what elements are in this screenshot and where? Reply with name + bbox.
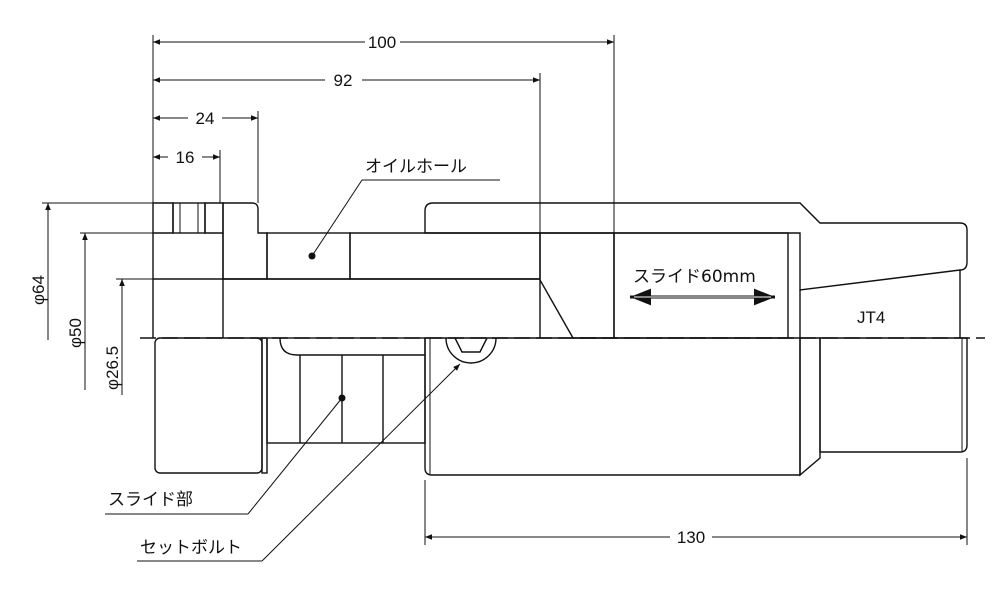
set-bolt-callout: セットボルト — [137, 363, 461, 562]
dimension-dia50: φ50 — [66, 233, 88, 390]
taper-label: JT4 — [857, 308, 885, 327]
slide-part-callout: スライド部 — [105, 394, 346, 515]
collar-hole — [172, 202, 206, 234]
jt4-taper — [819, 337, 968, 453]
slide-block-section — [539, 232, 615, 339]
knurled-knob[interactable] — [154, 337, 263, 474]
svg-text:スライド60mm: スライド60mm — [633, 267, 756, 287]
svg-text:92: 92 — [334, 71, 353, 90]
svg-text:24: 24 — [196, 109, 215, 128]
knob-collar-section — [152, 202, 174, 234]
svg-text:130: 130 — [677, 528, 705, 547]
extension-lines — [42, 35, 968, 545]
svg-text:φ50: φ50 — [66, 318, 85, 348]
svg-text:φ26.5: φ26.5 — [103, 346, 122, 390]
svg-text:オイルホール: オイルホール — [365, 157, 467, 177]
svg-text:100: 100 — [368, 33, 396, 52]
dimension-24: 24 — [153, 109, 258, 128]
dimension-16: 16 — [153, 148, 220, 167]
exterior-view — [154, 337, 968, 477]
dimension-92: 92 — [153, 71, 540, 90]
main-body — [424, 337, 801, 476]
section-view — [152, 202, 968, 339]
svg-text:16: 16 — [176, 148, 195, 167]
svg-text:スライド部: スライド部 — [108, 490, 193, 510]
slide-travel-callout: スライド60mm — [630, 267, 775, 306]
body-section — [424, 202, 968, 291]
set-bolt — [445, 337, 497, 364]
dimension-dia26-5: φ26.5 — [103, 279, 125, 395]
dimension-130: 130 — [425, 528, 967, 547]
dimension-100: 100 — [153, 33, 614, 52]
svg-text:φ64: φ64 — [29, 275, 48, 305]
oil-hole-callout: オイルホール — [308, 157, 500, 260]
dimension-dia64: φ64 — [29, 203, 51, 340]
sleeve-section — [349, 232, 541, 280]
svg-text:セットボルト: セットボルト — [140, 538, 242, 558]
